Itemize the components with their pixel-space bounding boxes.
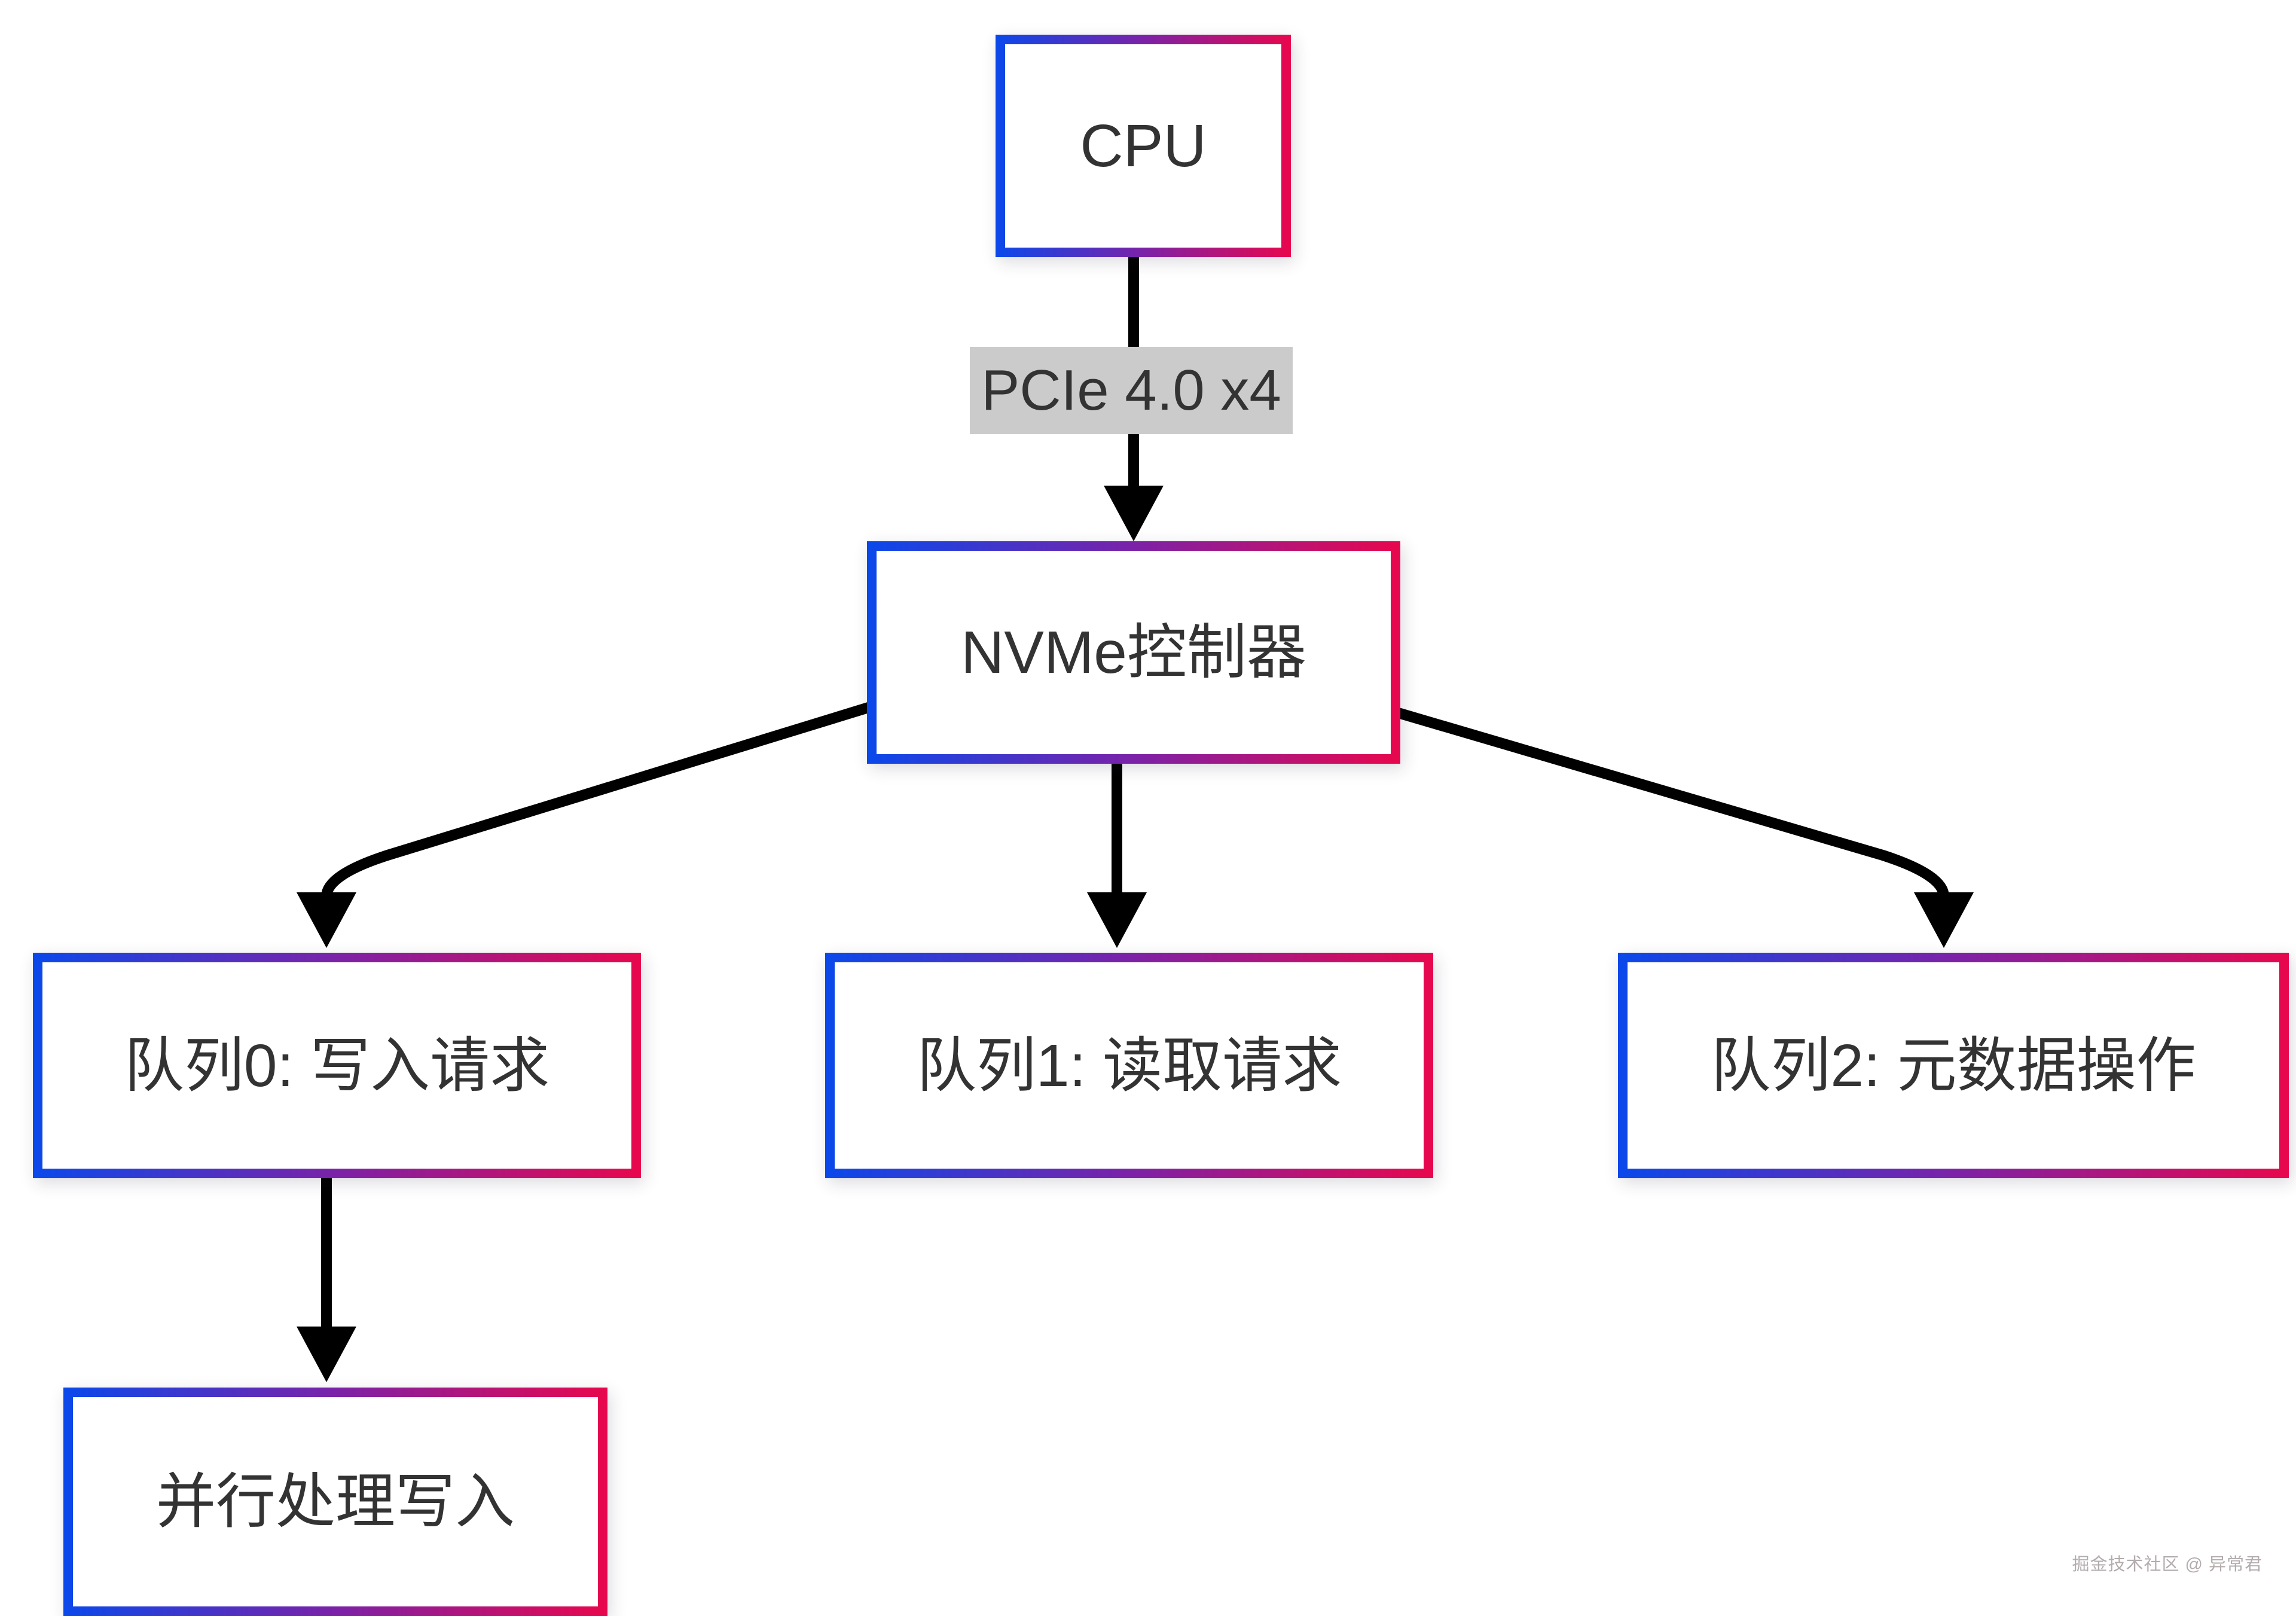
node-queue0-label: 队列0: 写入请求 <box>124 1032 550 1099</box>
node-queue1-label: 队列1: 读取请求 <box>916 1032 1342 1099</box>
node-cpu-label: CPU <box>1080 112 1207 179</box>
node-nvme-controller: NVMe控制器 <box>867 541 1400 764</box>
node-pcie-label: PCIe 4.0 x4 <box>981 358 1281 422</box>
arrowhead-nvme-queue2-icon <box>1914 892 1974 948</box>
watermark: 掘金技术社区 @ 异常君 <box>2072 1555 2263 1574</box>
node-nvme-label: NVMe控制器 <box>961 619 1306 686</box>
arrowhead-nvme-queue1-icon <box>1087 892 1147 948</box>
node-cpu: CPU <box>996 35 1291 257</box>
arrowhead-queue0-parallel-icon <box>297 1327 356 1382</box>
node-parallel-write: 并行处理写入 <box>63 1388 607 1616</box>
node-queue2-label: 队列2: 元数据操作 <box>1711 1032 2196 1099</box>
connector-nvme-queue0 <box>321 700 876 897</box>
arrowhead-nvme-queue0-icon <box>297 892 356 948</box>
node-queue0-write: 队列0: 写入请求 <box>33 953 641 1178</box>
arrowhead-pcie-nvme-icon <box>1104 486 1164 541</box>
connector-nvme-queue2 <box>1372 700 1949 897</box>
node-queue2-metadata: 队列2: 元数据操作 <box>1618 953 2289 1178</box>
node-parallel-label: 并行处理写入 <box>156 1468 515 1535</box>
node-queue1-read: 队列1: 读取请求 <box>825 953 1433 1178</box>
node-pcie-link-label: PCIe 4.0 x4 <box>970 347 1293 434</box>
